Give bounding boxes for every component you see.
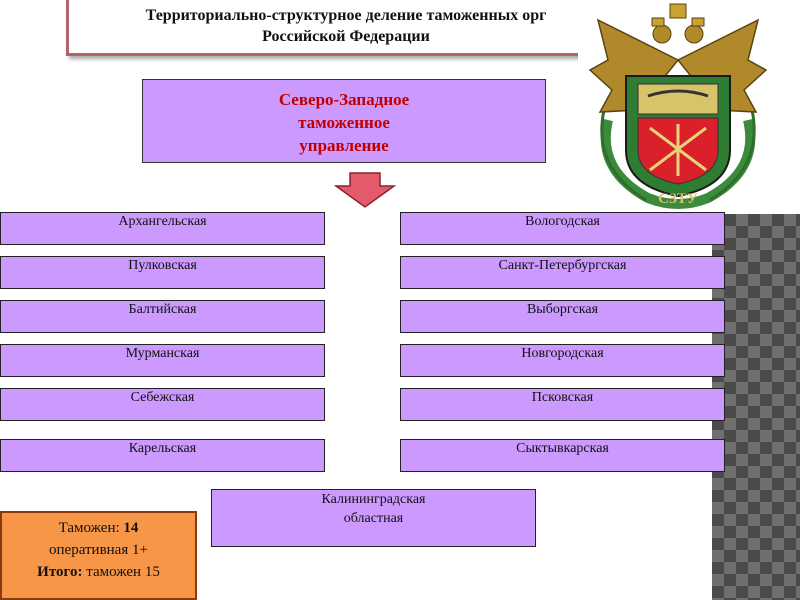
page-title: Территориально-структурное деление тамож… — [66, 0, 626, 56]
northwest-customs-administration: Северо-Западное таможенное управление — [142, 79, 546, 163]
customs-label: Новгородская — [521, 346, 604, 361]
customs-box-left: Балтийская — [0, 300, 325, 333]
customs-box-left: Себежская — [0, 388, 325, 421]
summary-line-2: оперативная 1+ — [49, 542, 148, 558]
summary-box: Таможен: 14 оперативная 1+ Итого: таможе… — [0, 511, 197, 600]
summary-value-1: 14 — [123, 520, 139, 536]
kaliningrad-line-2: областная — [343, 511, 404, 526]
kaliningrad-customs-box: Калининградская областная — [211, 489, 536, 547]
main-line-3: управление — [299, 136, 389, 155]
customs-label: Санкт-Петербургская — [498, 258, 627, 273]
customs-box-left: Карельская — [0, 439, 325, 472]
customs-label: Пулковская — [128, 258, 197, 273]
title-line-1: Территориально-структурное деление тамож… — [145, 7, 547, 24]
emblem-shield-text: СЗТУ — [658, 191, 698, 207]
summary-label-3: Итого: — [37, 564, 83, 580]
title-line-2: Российской Федерации — [262, 28, 430, 45]
customs-box-right: Сыктывкарская — [400, 439, 725, 472]
customs-label: Сыктывкарская — [516, 441, 609, 456]
customs-box-left: Пулковская — [0, 256, 325, 289]
main-line-2: таможенное — [298, 113, 390, 132]
decorative-checker-background — [712, 214, 800, 600]
customs-label: Мурманская — [125, 346, 200, 361]
customs-box-left: Архангельская — [0, 212, 325, 245]
kaliningrad-line-1: Калининградская — [321, 492, 426, 507]
customs-box-right: Новгородская — [400, 344, 725, 377]
customs-label: Выборгская — [526, 302, 599, 317]
customs-box-left: Мурманская — [0, 344, 325, 377]
customs-label: Себежская — [130, 390, 195, 405]
customs-label: Псковская — [531, 390, 594, 405]
main-line-1: Северо-Западное — [278, 90, 410, 109]
customs-label: Карельская — [128, 441, 197, 456]
customs-box-right: Санкт-Петербургская — [400, 256, 725, 289]
emblem: СЗТУ — [578, 0, 778, 214]
customs-label: Балтийская — [128, 302, 197, 317]
customs-box-right: Вологодская — [400, 212, 725, 245]
summary-label-1: Таможен: — [58, 520, 120, 536]
summary-value-3: таможен 15 — [86, 564, 160, 580]
eagle-emblem-icon: СЗТУ — [588, 3, 768, 209]
customs-label: Архангельская — [118, 214, 207, 229]
customs-label: Вологодская — [525, 214, 600, 229]
summary-line-3: Итого: таможен 15 — [2, 561, 195, 583]
summary-line-1: Таможен: 14 — [2, 517, 195, 539]
down-arrow-icon — [334, 172, 396, 208]
customs-box-right: Выборгская — [400, 300, 725, 333]
customs-box-right: Псковская — [400, 388, 725, 421]
